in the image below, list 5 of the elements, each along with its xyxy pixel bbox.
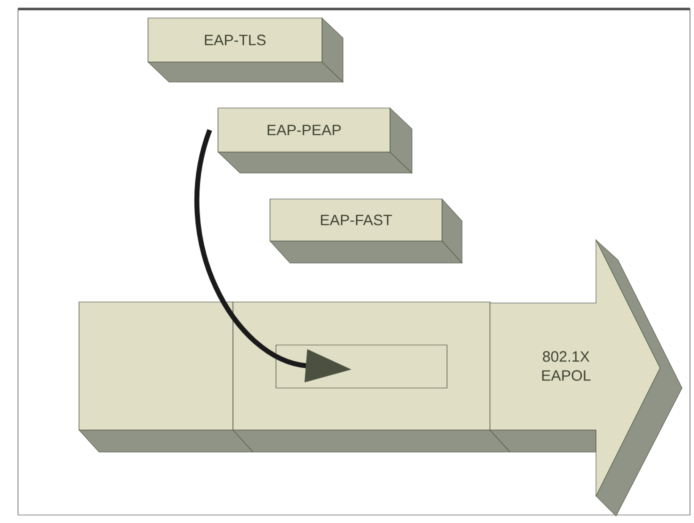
box-3d: EAP-TLS <box>148 18 344 82</box>
arrow-3d: 802.1X EAPOL <box>490 240 682 516</box>
box-3d: EAP-FAST <box>270 198 462 264</box>
box-3d: EAP-PEAP <box>218 108 412 174</box>
box-3d <box>78 302 254 452</box>
